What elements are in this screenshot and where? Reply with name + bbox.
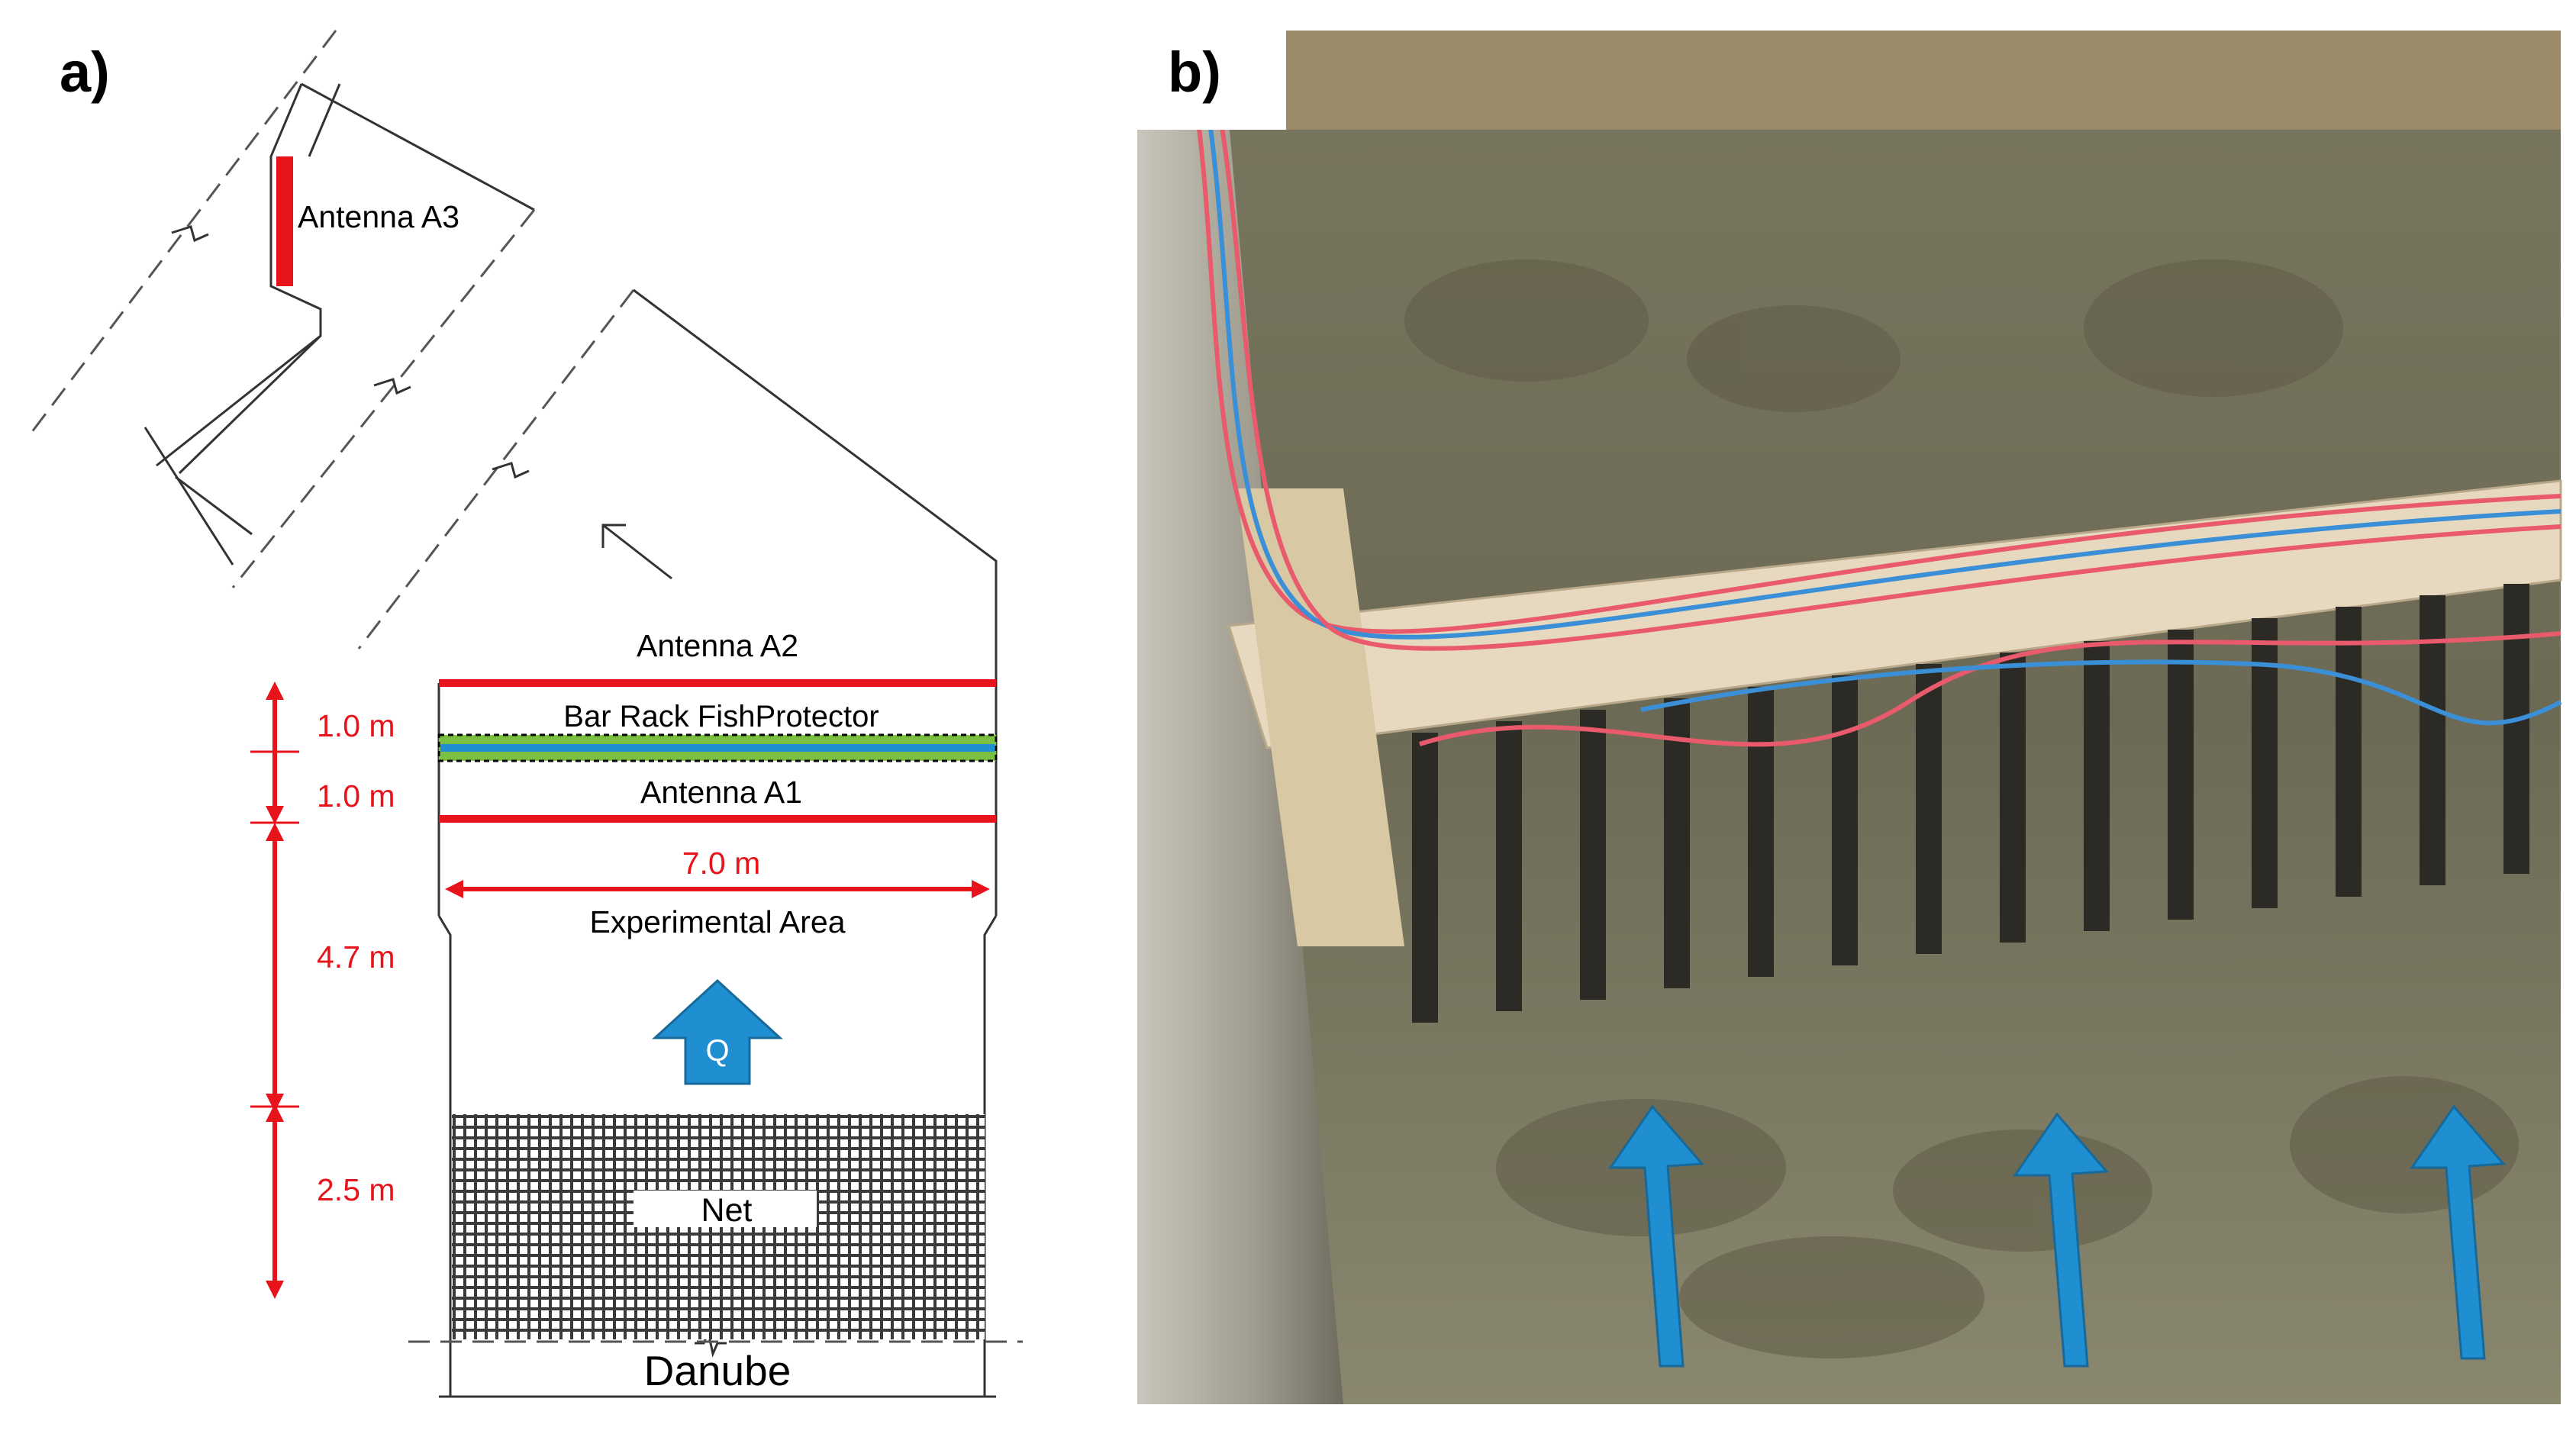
flow-label: Q bbox=[705, 1034, 729, 1068]
antenna-a1-bar bbox=[439, 815, 996, 823]
experimental-area-label: Experimental Area bbox=[589, 904, 845, 939]
channel-centerlines bbox=[25, 30, 635, 649]
bar-rack-label: Bar Rack FishProtector bbox=[563, 700, 879, 733]
net-label-box bbox=[634, 1191, 817, 1227]
antenna-a2-bar bbox=[439, 679, 996, 687]
dimension-4: 2.5 m bbox=[317, 1172, 395, 1207]
dimension-1: 1.0 m bbox=[317, 708, 395, 743]
vertical-dimension-chain bbox=[250, 682, 299, 1299]
panel-b-label-box bbox=[1137, 31, 1286, 130]
panel-b-label: b) bbox=[1168, 40, 1221, 104]
lower-channel bbox=[437, 288, 998, 1398]
dimension-2: 1.0 m bbox=[317, 778, 395, 814]
panel-a: a) Antenna A3 bbox=[25, 30, 1023, 1398]
antenna-a3-bar bbox=[276, 156, 293, 286]
net-label: Net bbox=[701, 1192, 753, 1229]
concrete-wall bbox=[1137, 122, 1343, 1404]
direction-arrow bbox=[601, 524, 672, 580]
antenna-a3-label: Antenna A3 bbox=[298, 199, 459, 234]
flow-arrow bbox=[652, 978, 783, 1085]
timber-post bbox=[1236, 488, 1404, 946]
bar-rack-inner-strip bbox=[440, 744, 995, 752]
upstream-beam bbox=[1282, 31, 2561, 130]
photo-flow-arrows bbox=[1608, 1104, 2507, 1368]
upper-channel bbox=[143, 82, 535, 566]
river-label: Danube bbox=[644, 1347, 791, 1394]
timber-beam bbox=[1227, 479, 2562, 749]
antenna-a1-label: Antenna A1 bbox=[640, 775, 802, 810]
panel-a-label: a) bbox=[60, 40, 110, 104]
antenna-a2-label: Antenna A2 bbox=[637, 628, 798, 663]
dimension-3: 4.7 m bbox=[317, 939, 395, 975]
break-marks bbox=[171, 225, 727, 1358]
width-dimension-label: 7.0 m bbox=[682, 846, 761, 881]
panel-b-photo: b) bbox=[1137, 31, 2562, 1404]
cables bbox=[1196, 121, 2562, 747]
